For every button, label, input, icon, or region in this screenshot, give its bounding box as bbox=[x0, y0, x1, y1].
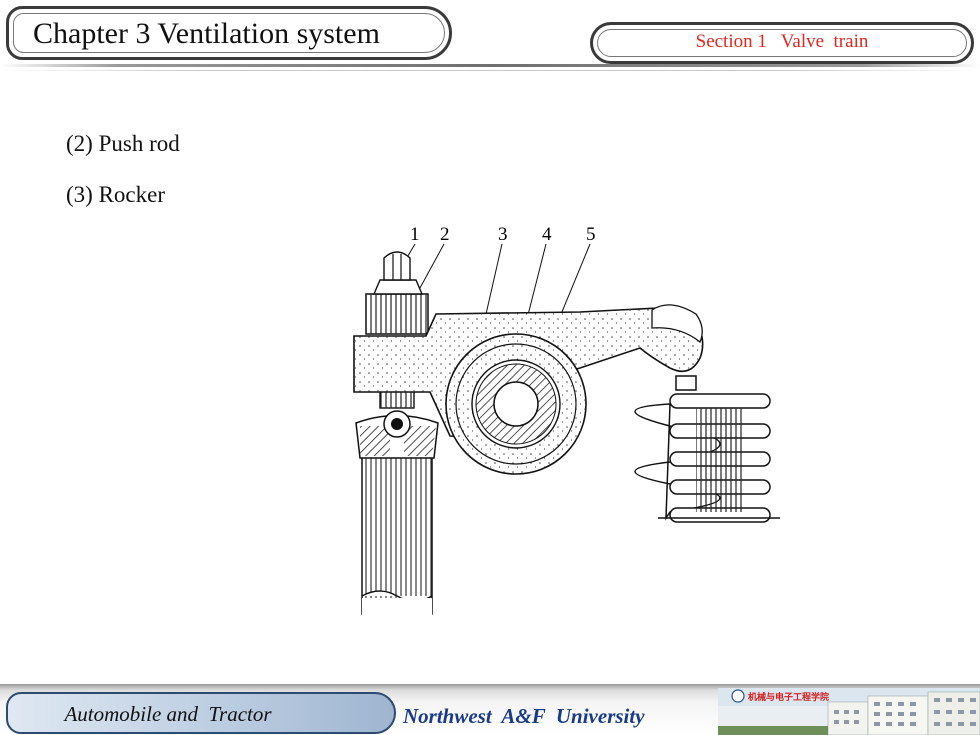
rocker-arm-diagram: 1 2 3 4 5 bbox=[353, 224, 780, 618]
part-label-2: 2 bbox=[440, 224, 450, 245]
college-building-image: 机械与电子工程学院 bbox=[718, 688, 980, 735]
valve-spring bbox=[634, 375, 780, 523]
section-title: Section 1 Valve train bbox=[695, 31, 869, 52]
adjusting-screw bbox=[365, 251, 429, 438]
bullet-text: Push rod bbox=[98, 131, 180, 156]
course-badge: Automobile and Tractor bbox=[6, 692, 396, 734]
chapter-title: Chapter 3 Ventilation system bbox=[33, 17, 380, 50]
header-divider-thin bbox=[0, 70, 980, 71]
bullet-push-rod: (2) Push rod bbox=[66, 131, 180, 157]
header-divider bbox=[0, 64, 980, 67]
chapter-title-box-inner bbox=[13, 13, 445, 53]
part-label-5: 5 bbox=[586, 224, 596, 245]
college-logo-banner: 机械与电子工程学院 bbox=[718, 688, 980, 735]
section-title-box-inner bbox=[597, 29, 967, 57]
push-rod bbox=[355, 414, 439, 618]
chapter-title-box: Chapter 3 Ventilation system bbox=[6, 6, 452, 60]
college-emblem-icon bbox=[731, 689, 745, 703]
bullet-number: (3) bbox=[66, 182, 93, 207]
bullet-number: (2) bbox=[66, 131, 93, 156]
part-label-3: 3 bbox=[498, 224, 508, 245]
part-label-4: 4 bbox=[542, 224, 552, 245]
bullet-rocker: (3) Rocker bbox=[66, 182, 165, 208]
college-name-logo-text: 机械与电子工程学院 bbox=[748, 691, 829, 703]
part-label-1: 1 bbox=[410, 224, 420, 245]
rocker-shaft bbox=[445, 333, 587, 475]
course-name: Automobile and Tractor bbox=[64, 702, 272, 726]
university-name: Northwest A&F University bbox=[403, 704, 645, 728]
bullet-text: Rocker bbox=[98, 182, 165, 207]
section-title-box: Section 1 Valve train bbox=[590, 22, 974, 64]
